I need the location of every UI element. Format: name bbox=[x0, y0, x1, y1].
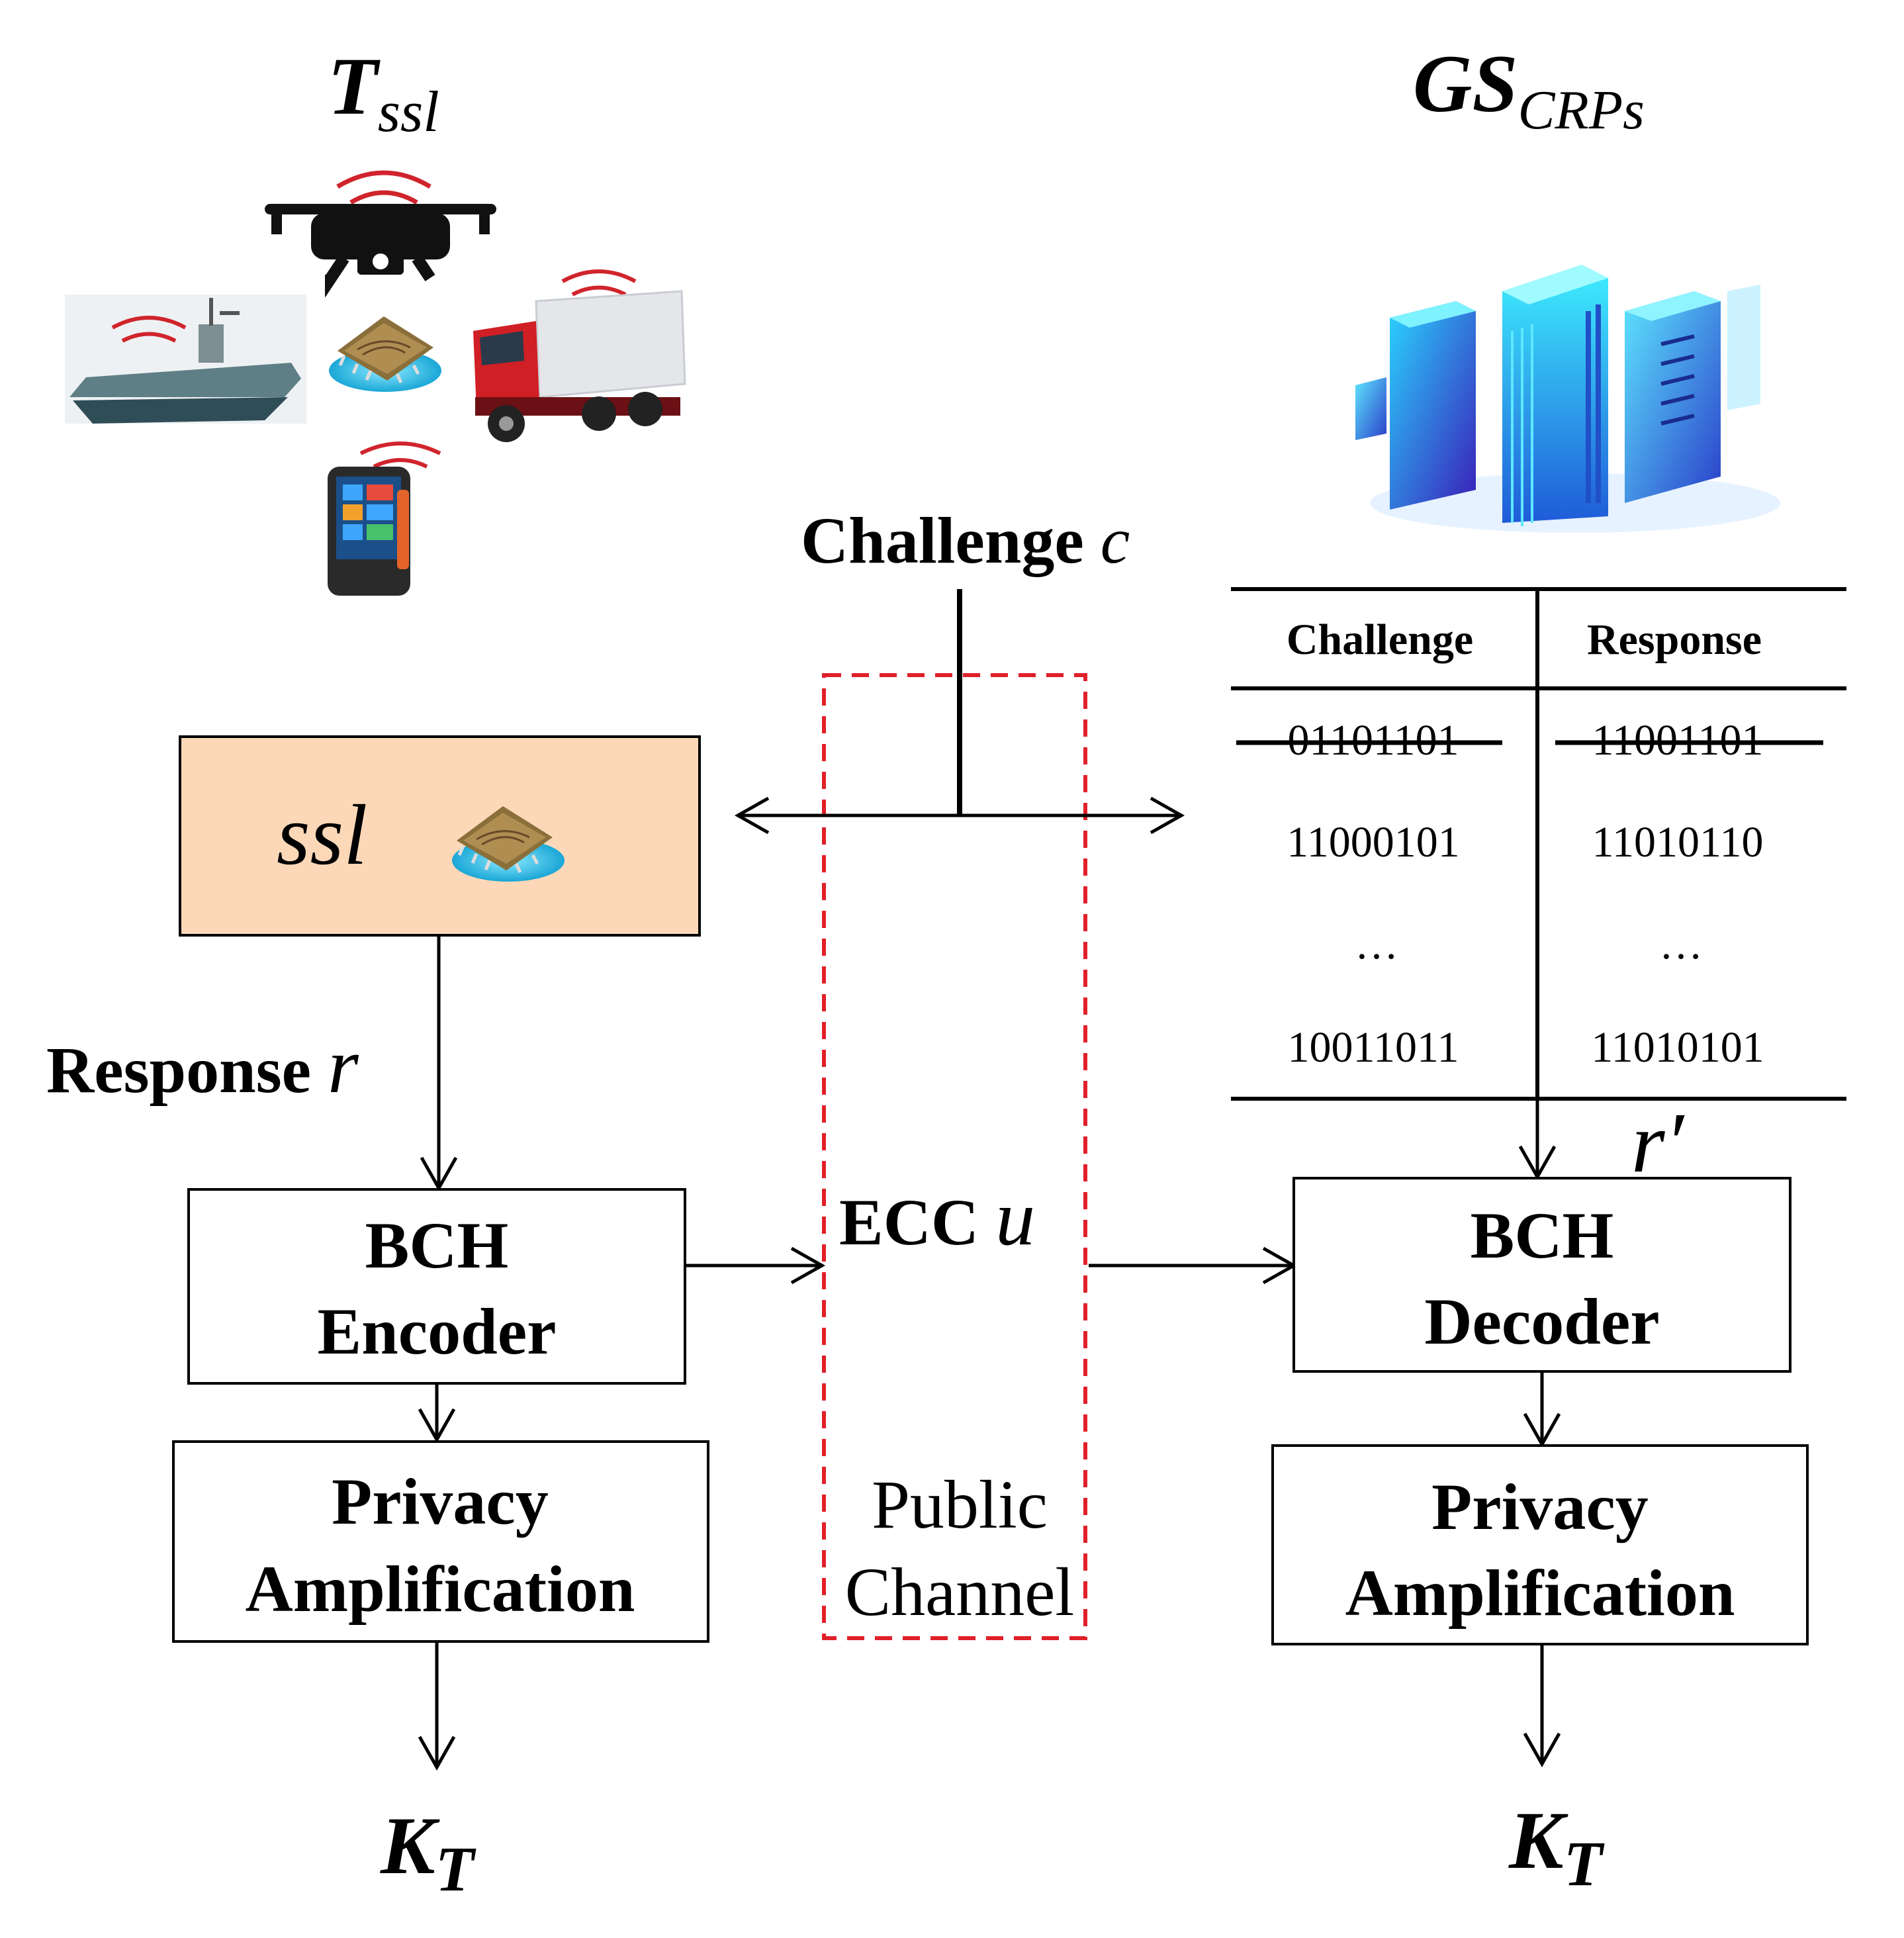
ecc-label: ECC u bbox=[839, 1174, 1035, 1262]
bch-encoder-line1: BCH bbox=[365, 1209, 509, 1282]
truck-icon bbox=[473, 269, 686, 442]
puf-chip-icon bbox=[329, 316, 441, 392]
bch-decoder-box bbox=[1292, 1177, 1791, 1373]
crp-row-challenge: … bbox=[1355, 920, 1398, 968]
privacy-left-line1: Privacy bbox=[332, 1465, 549, 1538]
crp-table: Challenge Response 01101101 11001101 110… bbox=[1231, 587, 1846, 1101]
challenge-label: Challenge c bbox=[801, 504, 1130, 577]
privacy-amplification-right-box bbox=[1271, 1444, 1809, 1645]
bch-encoder-line2: Encoder bbox=[317, 1295, 556, 1368]
datacenter-icon bbox=[1355, 265, 1780, 533]
ssl-box bbox=[179, 735, 701, 937]
crp-row-response: 11010101 bbox=[1591, 1023, 1764, 1072]
response-label: Response r bbox=[46, 1021, 359, 1109]
crp-row-challenge: 10011011 bbox=[1287, 1023, 1459, 1072]
privacy-right-line1: Privacy bbox=[1431, 1470, 1649, 1544]
crp-row-response: … bbox=[1659, 920, 1703, 968]
crp-row-challenge: 11000101 bbox=[1287, 818, 1460, 866]
left-title: Tssl bbox=[328, 41, 439, 144]
bch-encoder-box bbox=[187, 1188, 686, 1385]
bch-decoder-line1: BCH bbox=[1471, 1199, 1614, 1272]
public-channel-line1: Public bbox=[872, 1467, 1048, 1543]
puf-chip-icon bbox=[452, 806, 565, 882]
crp-row-response: 11010110 bbox=[1592, 818, 1763, 866]
bch-decoder-line2: Decoder bbox=[1424, 1285, 1659, 1358]
aircraft-carrier-icon bbox=[65, 295, 306, 424]
public-channel-line2: Channel bbox=[845, 1554, 1075, 1630]
drone-icon bbox=[265, 170, 496, 298]
privacy-amplification-left-box bbox=[172, 1440, 709, 1643]
r-prime-label: r′ bbox=[1631, 1095, 1686, 1191]
privacy-left-line2: Amplification bbox=[246, 1552, 635, 1626]
ssl-label: ssl bbox=[277, 788, 367, 883]
output-key-left: KT bbox=[380, 1800, 476, 1904]
privacy-right-line2: Amplification bbox=[1345, 1556, 1735, 1630]
crp-header-challenge: Challenge bbox=[1287, 616, 1473, 664]
output-key-right: KT bbox=[1508, 1795, 1605, 1899]
right-title: GSCRPs bbox=[1413, 38, 1645, 141]
handheld-terminal-icon bbox=[328, 441, 441, 596]
crp-header-response: Response bbox=[1587, 616, 1762, 664]
